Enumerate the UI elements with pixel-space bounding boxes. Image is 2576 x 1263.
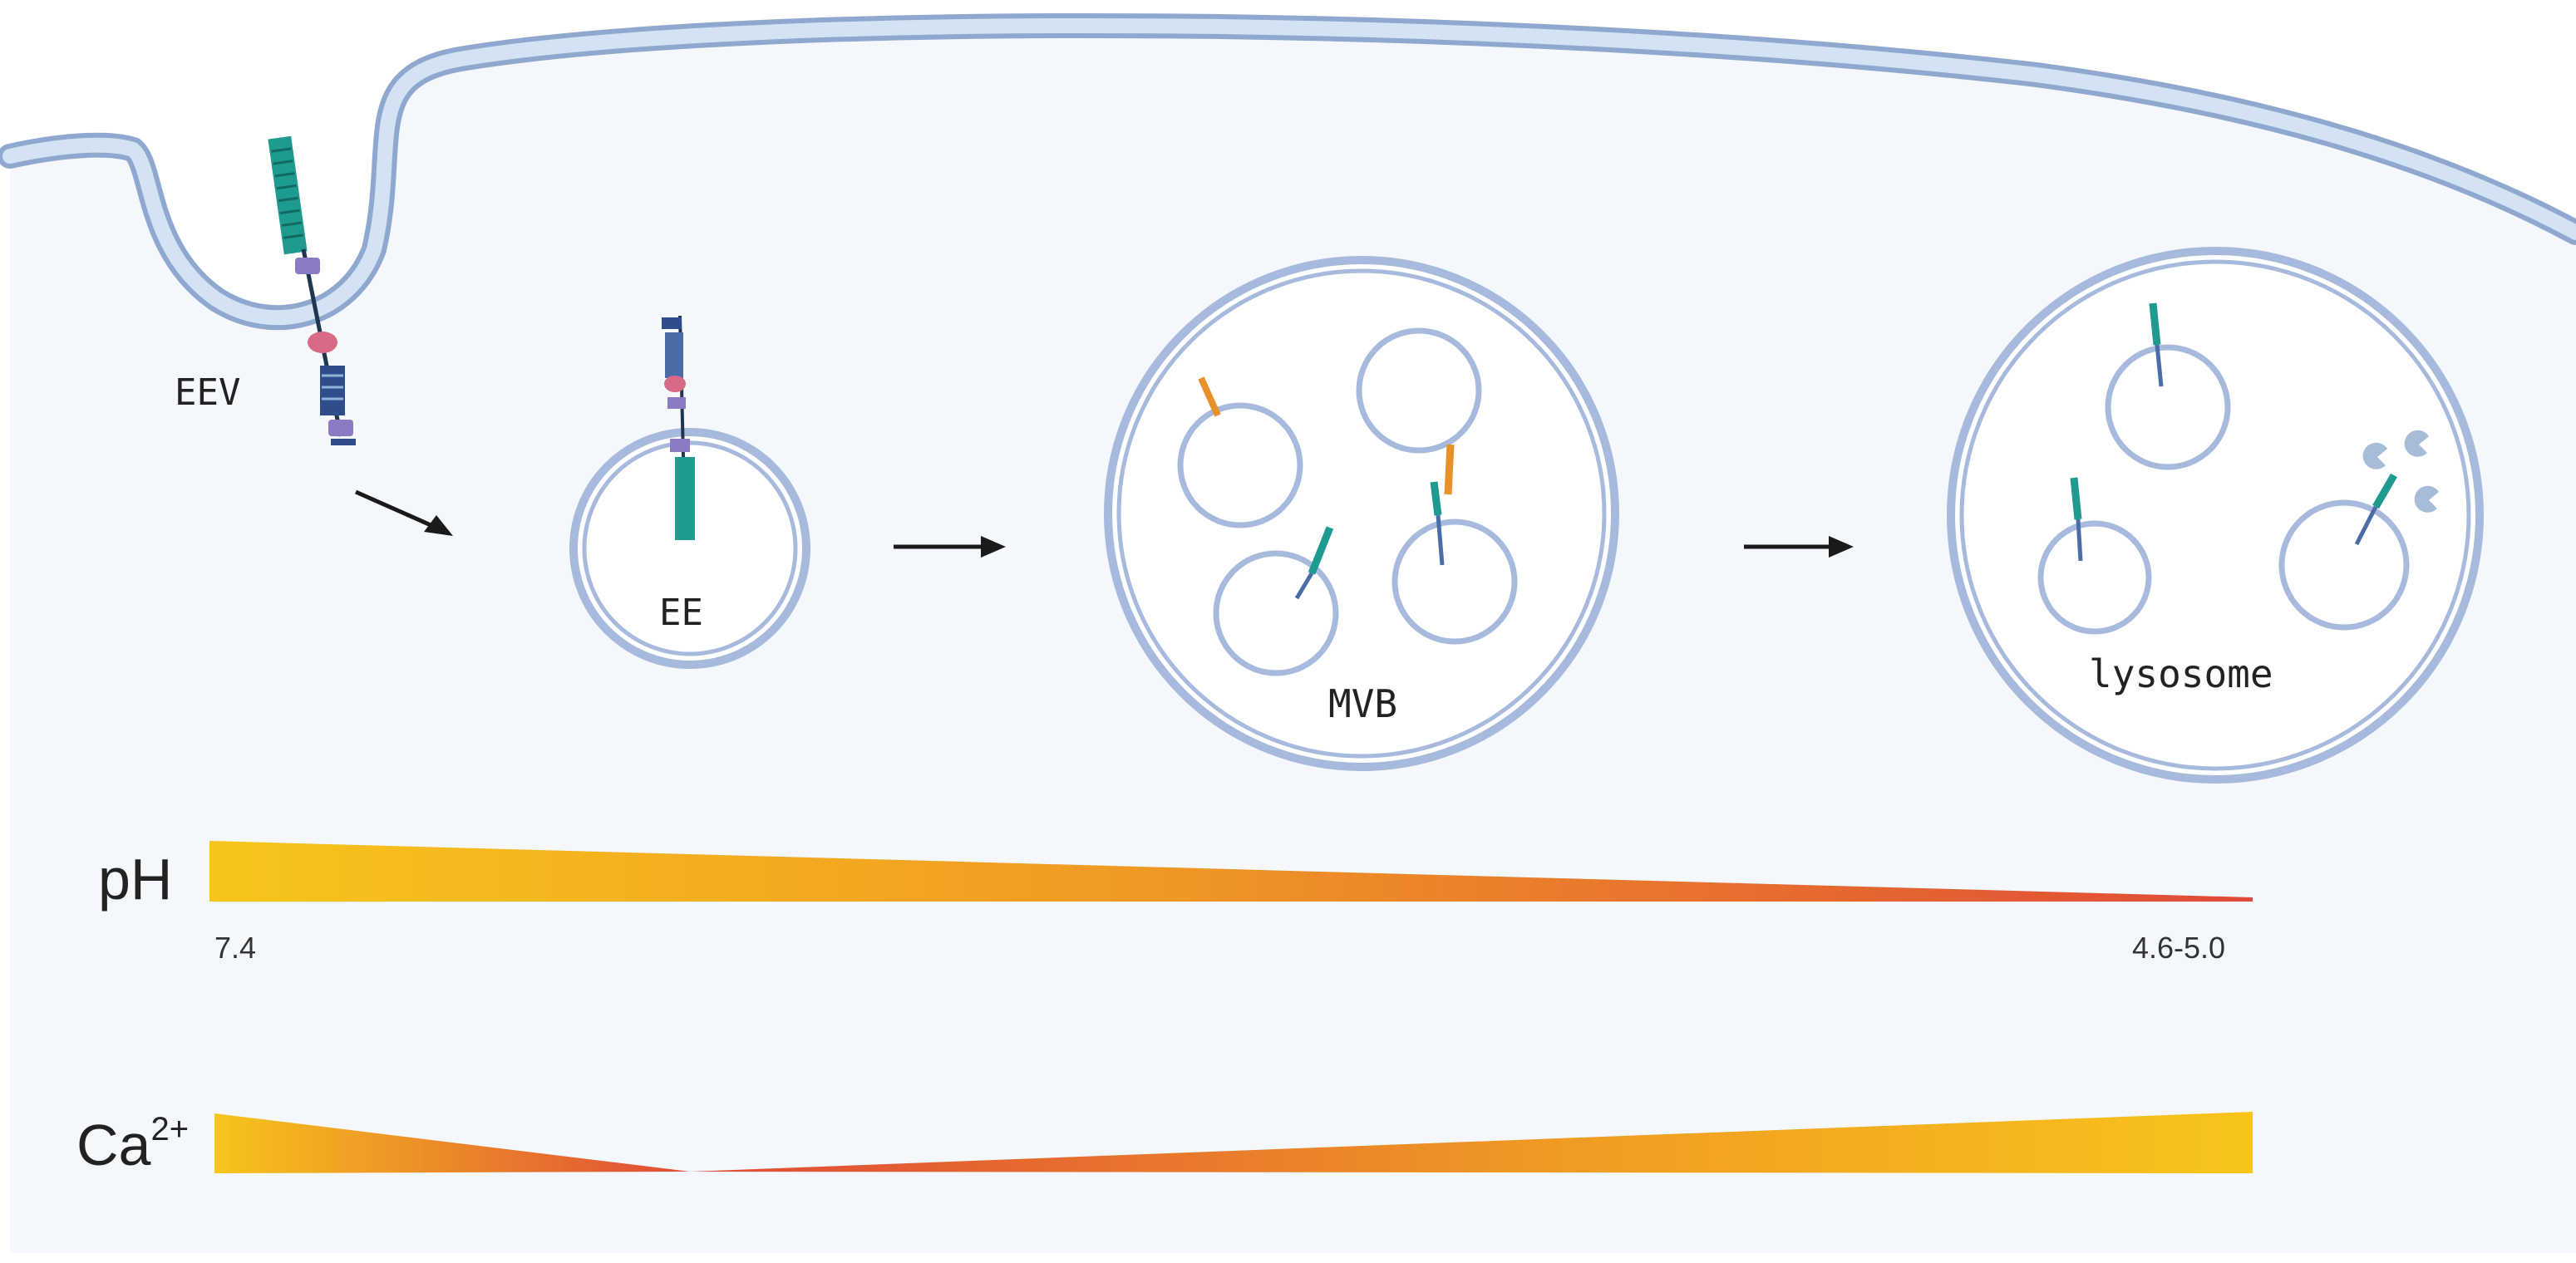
eev-pink-domain (308, 332, 337, 353)
calcium-label: Ca2+ (76, 1111, 189, 1177)
eev-particle (268, 135, 356, 445)
arrow-3 (1744, 536, 1854, 558)
multivesicular-body (1104, 256, 1619, 771)
eev-navy-domain (320, 366, 345, 415)
calcium-gradient-left (214, 1113, 690, 1173)
calcium-gradient-right (690, 1112, 2253, 1173)
plasma-membrane-inner (2, 17, 2576, 326)
lysosome-label: lysosome (2089, 651, 2273, 696)
calcium-label-superscript: 2+ (150, 1111, 189, 1148)
ph-end-value: 4.6-5.0 (2132, 931, 2225, 965)
arrow-2 (894, 536, 1006, 558)
arrow-1 (354, 489, 453, 536)
calcium-label-base: Ca (76, 1113, 151, 1177)
ph-start-value: 7.4 (214, 931, 256, 965)
eev-purple-domain (295, 258, 320, 274)
lysosome (1947, 247, 2484, 784)
ph-label: pH (98, 847, 172, 912)
ph-gradient-wedge (209, 841, 2253, 902)
eev-label: EEV (175, 371, 240, 414)
ee-label: EE (659, 592, 703, 634)
mvb-label: MVB (1328, 681, 1397, 726)
early-endosome (569, 315, 810, 669)
eev-teal-domain (268, 135, 308, 255)
